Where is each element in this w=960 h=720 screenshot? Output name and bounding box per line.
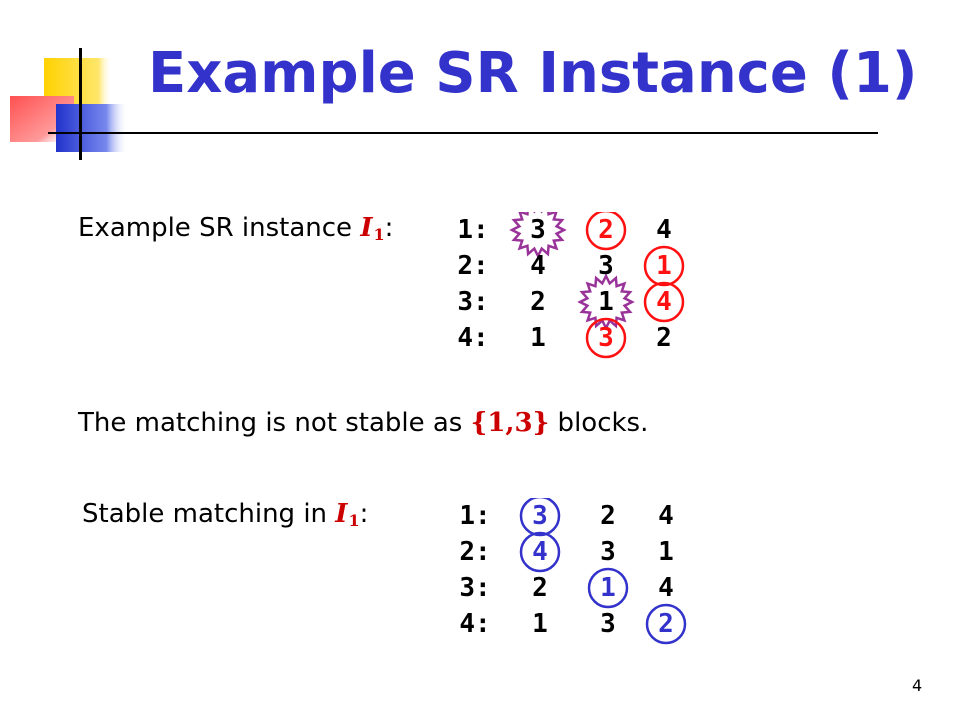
instance-pref-cell: 4 bbox=[656, 215, 672, 245]
stable-pref-cell: 2 bbox=[658, 609, 674, 639]
stable-pref-cell: 4 bbox=[658, 501, 674, 531]
stable-var-sub: 1 bbox=[348, 511, 360, 530]
instance-row-id: 2: bbox=[457, 251, 489, 281]
stable-pref-cell: 4 bbox=[658, 573, 674, 603]
stable-pref-cell: 1 bbox=[658, 537, 674, 567]
stable-row-id: 3: bbox=[459, 573, 491, 603]
instance-row-id: 3: bbox=[457, 287, 489, 317]
instance-preference-grid: 1: 3 2 4 2: 4 3 1 3: 2 1 4 4: 1 3 2 bbox=[456, 212, 716, 372]
stable-var: I1 bbox=[335, 499, 360, 530]
stable-pref-cell: 1 bbox=[600, 573, 616, 603]
stable-label-text: Stable matching in bbox=[82, 499, 336, 529]
blocking-pair: {1,3} bbox=[470, 408, 550, 438]
stable-pref-cell: 4 bbox=[532, 537, 548, 567]
stable-preference-grid: 1: 3 2 4 2: 4 3 1 3: 2 1 4 4: 1 3 2 bbox=[458, 498, 718, 658]
stable-pref-cell: 2 bbox=[600, 501, 616, 531]
blocking-text-prefix: The matching is not stable as bbox=[78, 408, 471, 438]
page-number: 4 bbox=[912, 676, 923, 695]
instance-pref-cell: 2 bbox=[656, 323, 672, 353]
instance-pref-cell: 4 bbox=[656, 287, 672, 317]
instance-label: Example SR instance I1: bbox=[78, 212, 393, 251]
instance-pref-cell: 2 bbox=[598, 215, 614, 245]
instance-colon: : bbox=[384, 213, 394, 243]
stable-pref-cell: 3 bbox=[600, 537, 616, 567]
stable-label: Stable matching in I1: bbox=[82, 498, 368, 537]
title-underline bbox=[48, 132, 878, 134]
blocking-text-suffix: blocks. bbox=[549, 408, 649, 438]
stable-pref-cell: 3 bbox=[532, 501, 548, 531]
slide-logo-decoration bbox=[10, 48, 128, 160]
instance-pref-cell: 1 bbox=[598, 287, 614, 317]
stable-colon: : bbox=[359, 499, 369, 529]
instance-pref-cell: 3 bbox=[598, 323, 614, 353]
page-title: Example SR Instance (1) bbox=[148, 41, 918, 106]
instance-row-id: 1: bbox=[457, 215, 489, 245]
instance-pref-cell: 4 bbox=[530, 251, 546, 281]
stable-row-id: 4: bbox=[459, 609, 491, 639]
instance-var-sub: 1 bbox=[373, 225, 385, 244]
blocking-statement: The matching is not stable as {1,3} bloc… bbox=[78, 407, 648, 439]
instance-pref-cell: 3 bbox=[530, 215, 546, 245]
stable-row-id: 2: bbox=[459, 537, 491, 567]
instance-pref-cell: 1 bbox=[656, 251, 672, 281]
stable-pref-cell: 3 bbox=[600, 609, 616, 639]
instance-pref-cell: 1 bbox=[530, 323, 546, 353]
instance-var: I1 bbox=[360, 213, 385, 244]
instance-pref-cell: 3 bbox=[598, 251, 614, 281]
instance-label-text: Example SR instance bbox=[78, 213, 361, 243]
instance-pref-cell: 2 bbox=[530, 287, 546, 317]
stable-var-letter: I bbox=[335, 499, 348, 529]
instance-var-letter: I bbox=[360, 213, 373, 243]
stable-pref-cell: 1 bbox=[532, 609, 548, 639]
stable-pref-cell: 2 bbox=[532, 573, 548, 603]
instance-row-id: 4: bbox=[457, 323, 489, 353]
stable-row-id: 1: bbox=[459, 501, 491, 531]
